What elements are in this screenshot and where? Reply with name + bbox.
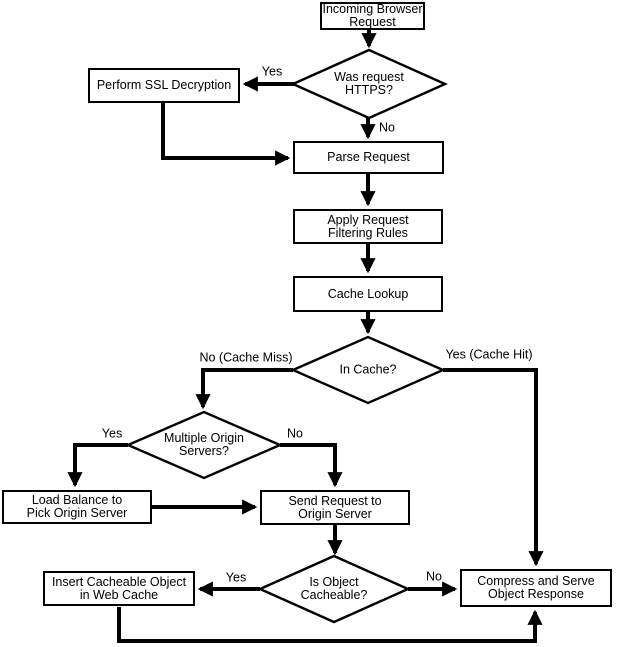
edge-label-cacheable-yes: Yes — [225, 570, 247, 585]
node-parse-request: Parse Request — [293, 141, 444, 174]
edge-label-yes-cache-hit: Yes (Cache Hit) — [445, 347, 533, 362]
node-compress-and-serve-object-response: Compress and Serve Object Response — [460, 569, 612, 607]
edge-label-https-no: No — [379, 120, 395, 135]
decision-text-is-object-cacheable: Is Object Cacheable? — [300, 575, 368, 602]
node-cache-lookup: Cache Lookup — [293, 276, 443, 312]
edge-label-https-yes: Yes — [261, 64, 283, 79]
edge-label-cacheable-no: No — [426, 569, 442, 584]
node-perform-ssl-decryption: Perform SSL Decryption — [88, 68, 240, 103]
edge-incache-yes — [443, 368, 544, 567]
edge-insert-to-compress — [117, 607, 543, 643]
edge-multi-no — [280, 443, 343, 488]
node-apply-request-filtering-rules: Apply Request Filtering Rules — [293, 209, 443, 244]
node-load-balance-pick-origin-server: Load Balance to Pick Origin Server — [2, 490, 152, 524]
decision-diamond-multiple-origin — [124, 410, 284, 480]
decision-text-in-cache: In Cache? — [339, 362, 397, 377]
decision-diamond-was-https — [290, 48, 448, 120]
edge-multi-yes — [67, 443, 128, 488]
edge-ssl-to-parse — [161, 103, 291, 166]
edge-label-multi-no: No — [287, 426, 303, 441]
node-send-request-to-origin-server: Send Request to Origin Server — [260, 490, 410, 525]
node-incoming-browser-request: Incoming Browser Request — [320, 2, 425, 30]
decision-text-multiple-origin-servers: Multiple Origin Servers? — [164, 431, 244, 458]
decision-text-was-https: Was request HTTPS? — [334, 70, 404, 97]
edge-label-multi-yes: Yes — [101, 426, 123, 441]
decision-diamond-in-cache — [290, 335, 446, 405]
edge-label-no-cache-miss: No (Cache Miss) — [199, 350, 293, 365]
node-insert-cacheable-object-in-web-cache: Insert Cacheable Object in Web Cache — [43, 571, 195, 606]
edge-incache-no — [195, 368, 293, 410]
decision-diamond-is-cacheable — [257, 554, 411, 624]
